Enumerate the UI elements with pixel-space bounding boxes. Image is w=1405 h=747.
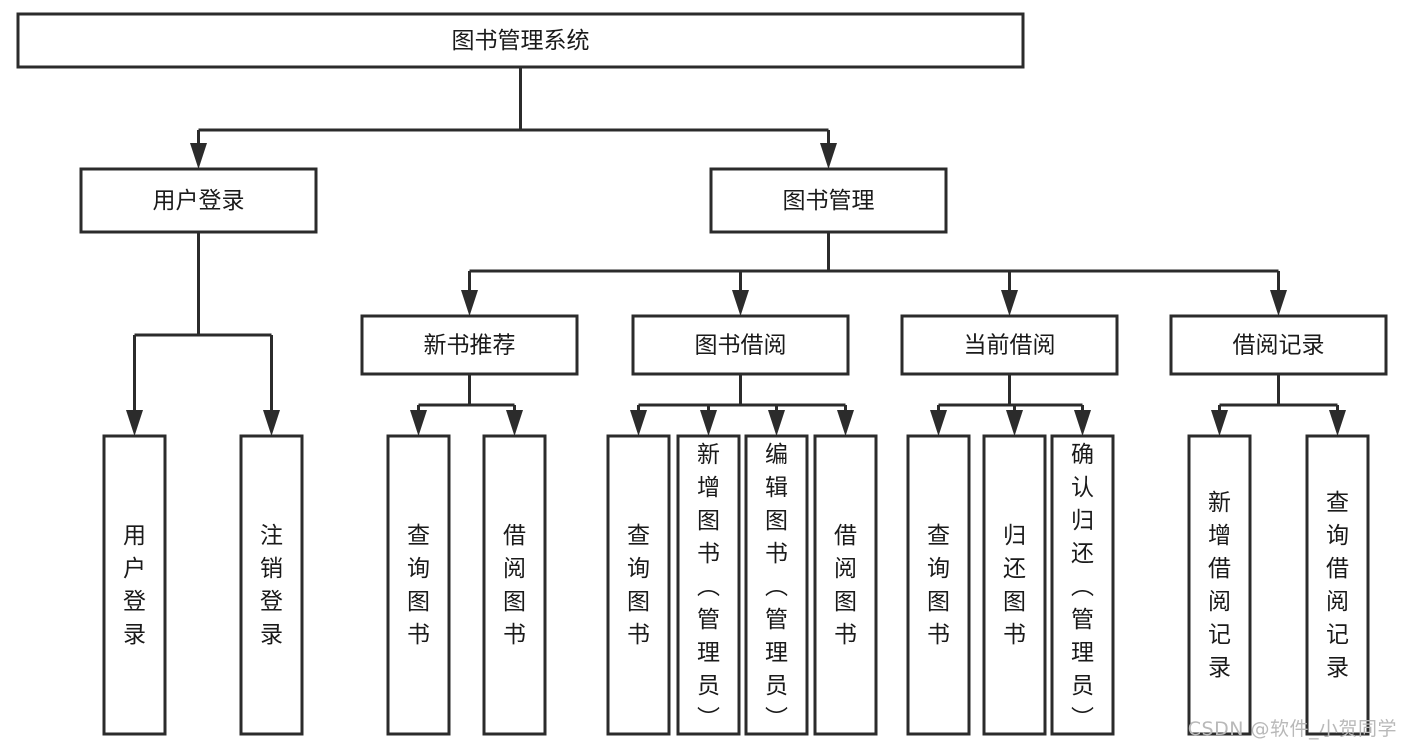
connector-group-current-borrow [930,374,1091,436]
node-box [982,434,1047,736]
node-label: 注销登录 [260,523,283,648]
arrow-head-icon [930,410,947,436]
connector-group-book-borrow [630,374,854,436]
arrow-head-icon [1329,410,1346,436]
node-box [906,434,971,736]
arrow-head-icon [1211,410,1228,436]
node-leaf-query-record[interactable]: 查询借阅记录 [1305,434,1370,736]
node-book-borrow[interactable]: 图书借阅 [631,314,850,376]
node-book-manage[interactable]: 图书管理 [709,167,948,234]
node-leaf-borrow-book-1[interactable]: 借阅图书 [482,434,547,736]
node-label: 用户登录 [153,188,245,214]
node-box [386,434,451,736]
arrow-head-icon [126,410,143,436]
node-leaf-edit-book[interactable]: 编辑图书︵管理员︶ [744,434,809,736]
arrow-head-icon [837,410,854,436]
connector-group-new-book-rec [410,374,523,436]
node-leaf-query-book-3[interactable]: 查询图书 [906,434,971,736]
node-box [744,434,809,736]
node-box [239,434,304,736]
node-label: 新增借阅记录 [1208,490,1231,681]
node-box [102,434,167,736]
node-box [1187,434,1252,736]
node-label: 查询图书 [927,523,950,648]
node-current-borrow[interactable]: 当前借阅 [900,314,1119,376]
node-label: 用户登录 [123,523,146,648]
connector-group-borrow-record [1211,374,1346,436]
node-leaf-query-book-1[interactable]: 查询图书 [386,434,451,736]
node-box [360,314,579,376]
arrow-head-icon [263,410,280,436]
connector-layer [126,67,1346,436]
node-label: 图书管理系统 [452,28,590,54]
node-label: 编辑图书︵管理员︶ [765,442,788,732]
node-box [813,434,878,736]
node-label: 查询图书 [627,523,650,648]
node-label: 借阅图书 [834,523,857,648]
node-box [900,314,1119,376]
arrow-head-icon [1001,290,1018,316]
node-label: 查询借阅记录 [1326,490,1349,681]
node-box [606,434,671,736]
node-leaf-borrow-book-2[interactable]: 借阅图书 [813,434,878,736]
node-leaf-user-login[interactable]: 用户登录 [102,434,167,736]
node-label: 当前借阅 [964,333,1056,359]
arrow-head-icon [1006,410,1023,436]
node-box [1169,314,1388,376]
node-label: 新书推荐 [424,333,516,359]
node-leaf-return-book[interactable]: 归还图书 [982,434,1047,736]
arrow-head-icon [461,290,478,316]
node-leaf-query-book-2[interactable]: 查询图书 [606,434,671,736]
node-user-login[interactable]: 用户登录 [79,167,318,234]
connector-group-book-manage [461,232,1287,316]
connector-group-user-login [126,232,280,436]
arrow-head-icon [630,410,647,436]
node-box [631,314,850,376]
arrow-head-icon [410,410,427,436]
node-box [1050,434,1115,736]
watermark-text: CSDN @软件_小贺同学 [1187,718,1397,740]
node-box [676,434,741,736]
arrow-head-icon [190,143,207,169]
node-leaf-confirm-return[interactable]: 确认归还︵管理员︶ [1050,434,1115,736]
node-leaf-logout[interactable]: 注销登录 [239,434,304,736]
arrow-head-icon [768,410,785,436]
node-label: 确认归还︵管理员︶ [1071,442,1094,732]
node-label: 图书管理 [783,188,875,214]
node-box [709,167,948,234]
node-label: 借阅图书 [503,523,526,648]
node-label: 归还图书 [1003,523,1026,648]
node-layer: 图书管理系统用户登录图书管理新书推荐图书借阅当前借阅借阅记录用户登录注销登录查询… [16,12,1388,736]
node-new-book-rec[interactable]: 新书推荐 [360,314,579,376]
arrow-head-icon [820,143,837,169]
node-box [16,12,1025,69]
node-label: 查询图书 [407,523,430,648]
node-box [79,167,318,234]
node-box [1305,434,1370,736]
connector-group-root [190,67,837,169]
node-label: 图书借阅 [695,333,787,359]
arrow-head-icon [1074,410,1091,436]
arrow-head-icon [1270,290,1287,316]
node-borrow-record[interactable]: 借阅记录 [1169,314,1388,376]
node-label: 新增图书︵管理员︶ [697,442,720,732]
node-leaf-add-record[interactable]: 新增借阅记录 [1187,434,1252,736]
node-root[interactable]: 图书管理系统 [16,12,1025,69]
node-label: 借阅记录 [1233,333,1325,359]
node-leaf-add-book[interactable]: 新增图书︵管理员︶ [676,434,741,736]
arrow-head-icon [700,410,717,436]
node-box [482,434,547,736]
arrow-head-icon [506,410,523,436]
arrow-head-icon [732,290,749,316]
